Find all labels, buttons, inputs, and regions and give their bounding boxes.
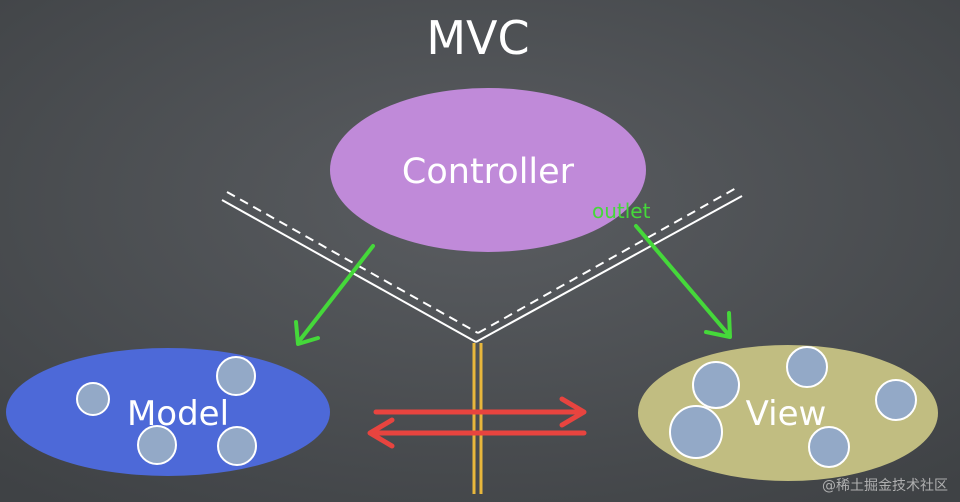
view-to-model-arrow [367, 417, 587, 449]
view-bubble [692, 361, 740, 409]
model-bubble [137, 425, 177, 465]
controller-node: Controller [330, 88, 646, 252]
arrow-head-model [294, 320, 320, 346]
diagram-title: MVC [426, 11, 529, 65]
model-bubble [217, 426, 257, 466]
divider-lines [221, 186, 743, 494]
view-bubble [808, 426, 850, 468]
model-bubble [216, 356, 256, 396]
arrow-head-model-view [559, 396, 587, 428]
view-bubble [669, 405, 723, 459]
model-label: Model [127, 394, 229, 434]
view-bubble [875, 379, 917, 421]
view-bubble [786, 346, 828, 388]
model-bubble [76, 382, 110, 416]
outlet-label: outlet [592, 199, 651, 223]
divider-right-dashed [477, 186, 739, 334]
view-node: View [638, 345, 938, 481]
view-label: View [746, 394, 827, 434]
controller-to-view-arrow [634, 224, 732, 339]
arrow-head-view-model [367, 417, 395, 449]
controller-to-model-arrow [294, 244, 375, 346]
model-node: Model [6, 348, 330, 476]
controller-label: Controller [402, 152, 575, 192]
model-to-view-arrow [373, 396, 587, 428]
arrow-shaft-model [298, 244, 375, 342]
arrow-head-view [704, 311, 732, 339]
watermark: @稀土掘金技术社区 [822, 478, 948, 494]
divider-right-solid [475, 195, 743, 343]
divider-left-solid [221, 199, 477, 343]
arrow-shaft-view [634, 224, 730, 336]
controller-ellipse [330, 88, 646, 252]
divider-left-dashed [226, 191, 479, 334]
